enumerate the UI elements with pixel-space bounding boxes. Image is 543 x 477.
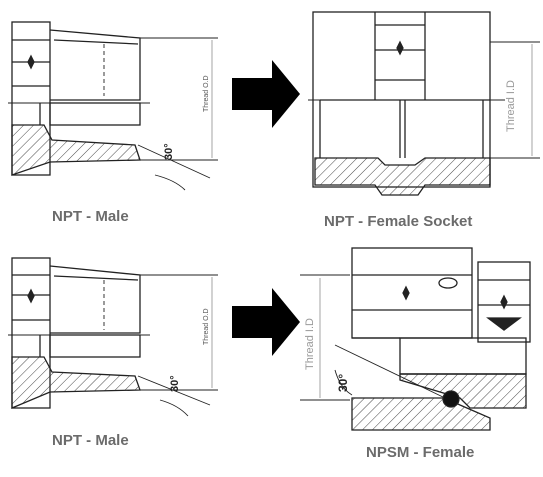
npt-male-bottom-drawing [8,257,218,417]
npsm-female-drawing [300,247,531,431]
right-arrow-icon [232,288,300,356]
thread-id-label: Thread I.D [304,318,316,370]
angle-label: 30° [163,143,175,160]
thread-id-label: Thread I.D [505,80,517,132]
npt-male-top-caption: NPT - Male [52,208,129,225]
npt-female-socket-caption: NPT - Female Socket [324,213,473,230]
angle-label: 30° [169,375,181,392]
npt-female-socket-drawing [308,11,540,196]
thread-od-label: Thread O.D [203,75,210,112]
npt-male-top-drawing [8,21,218,191]
npsm-female-caption: NPSM - Female [366,444,475,461]
angle-label: 30° [336,374,350,392]
npt-male-bottom-caption: NPT - Male [52,432,129,449]
thread-od-label: Thread O.D [203,308,210,345]
right-arrow-icon [232,60,300,128]
